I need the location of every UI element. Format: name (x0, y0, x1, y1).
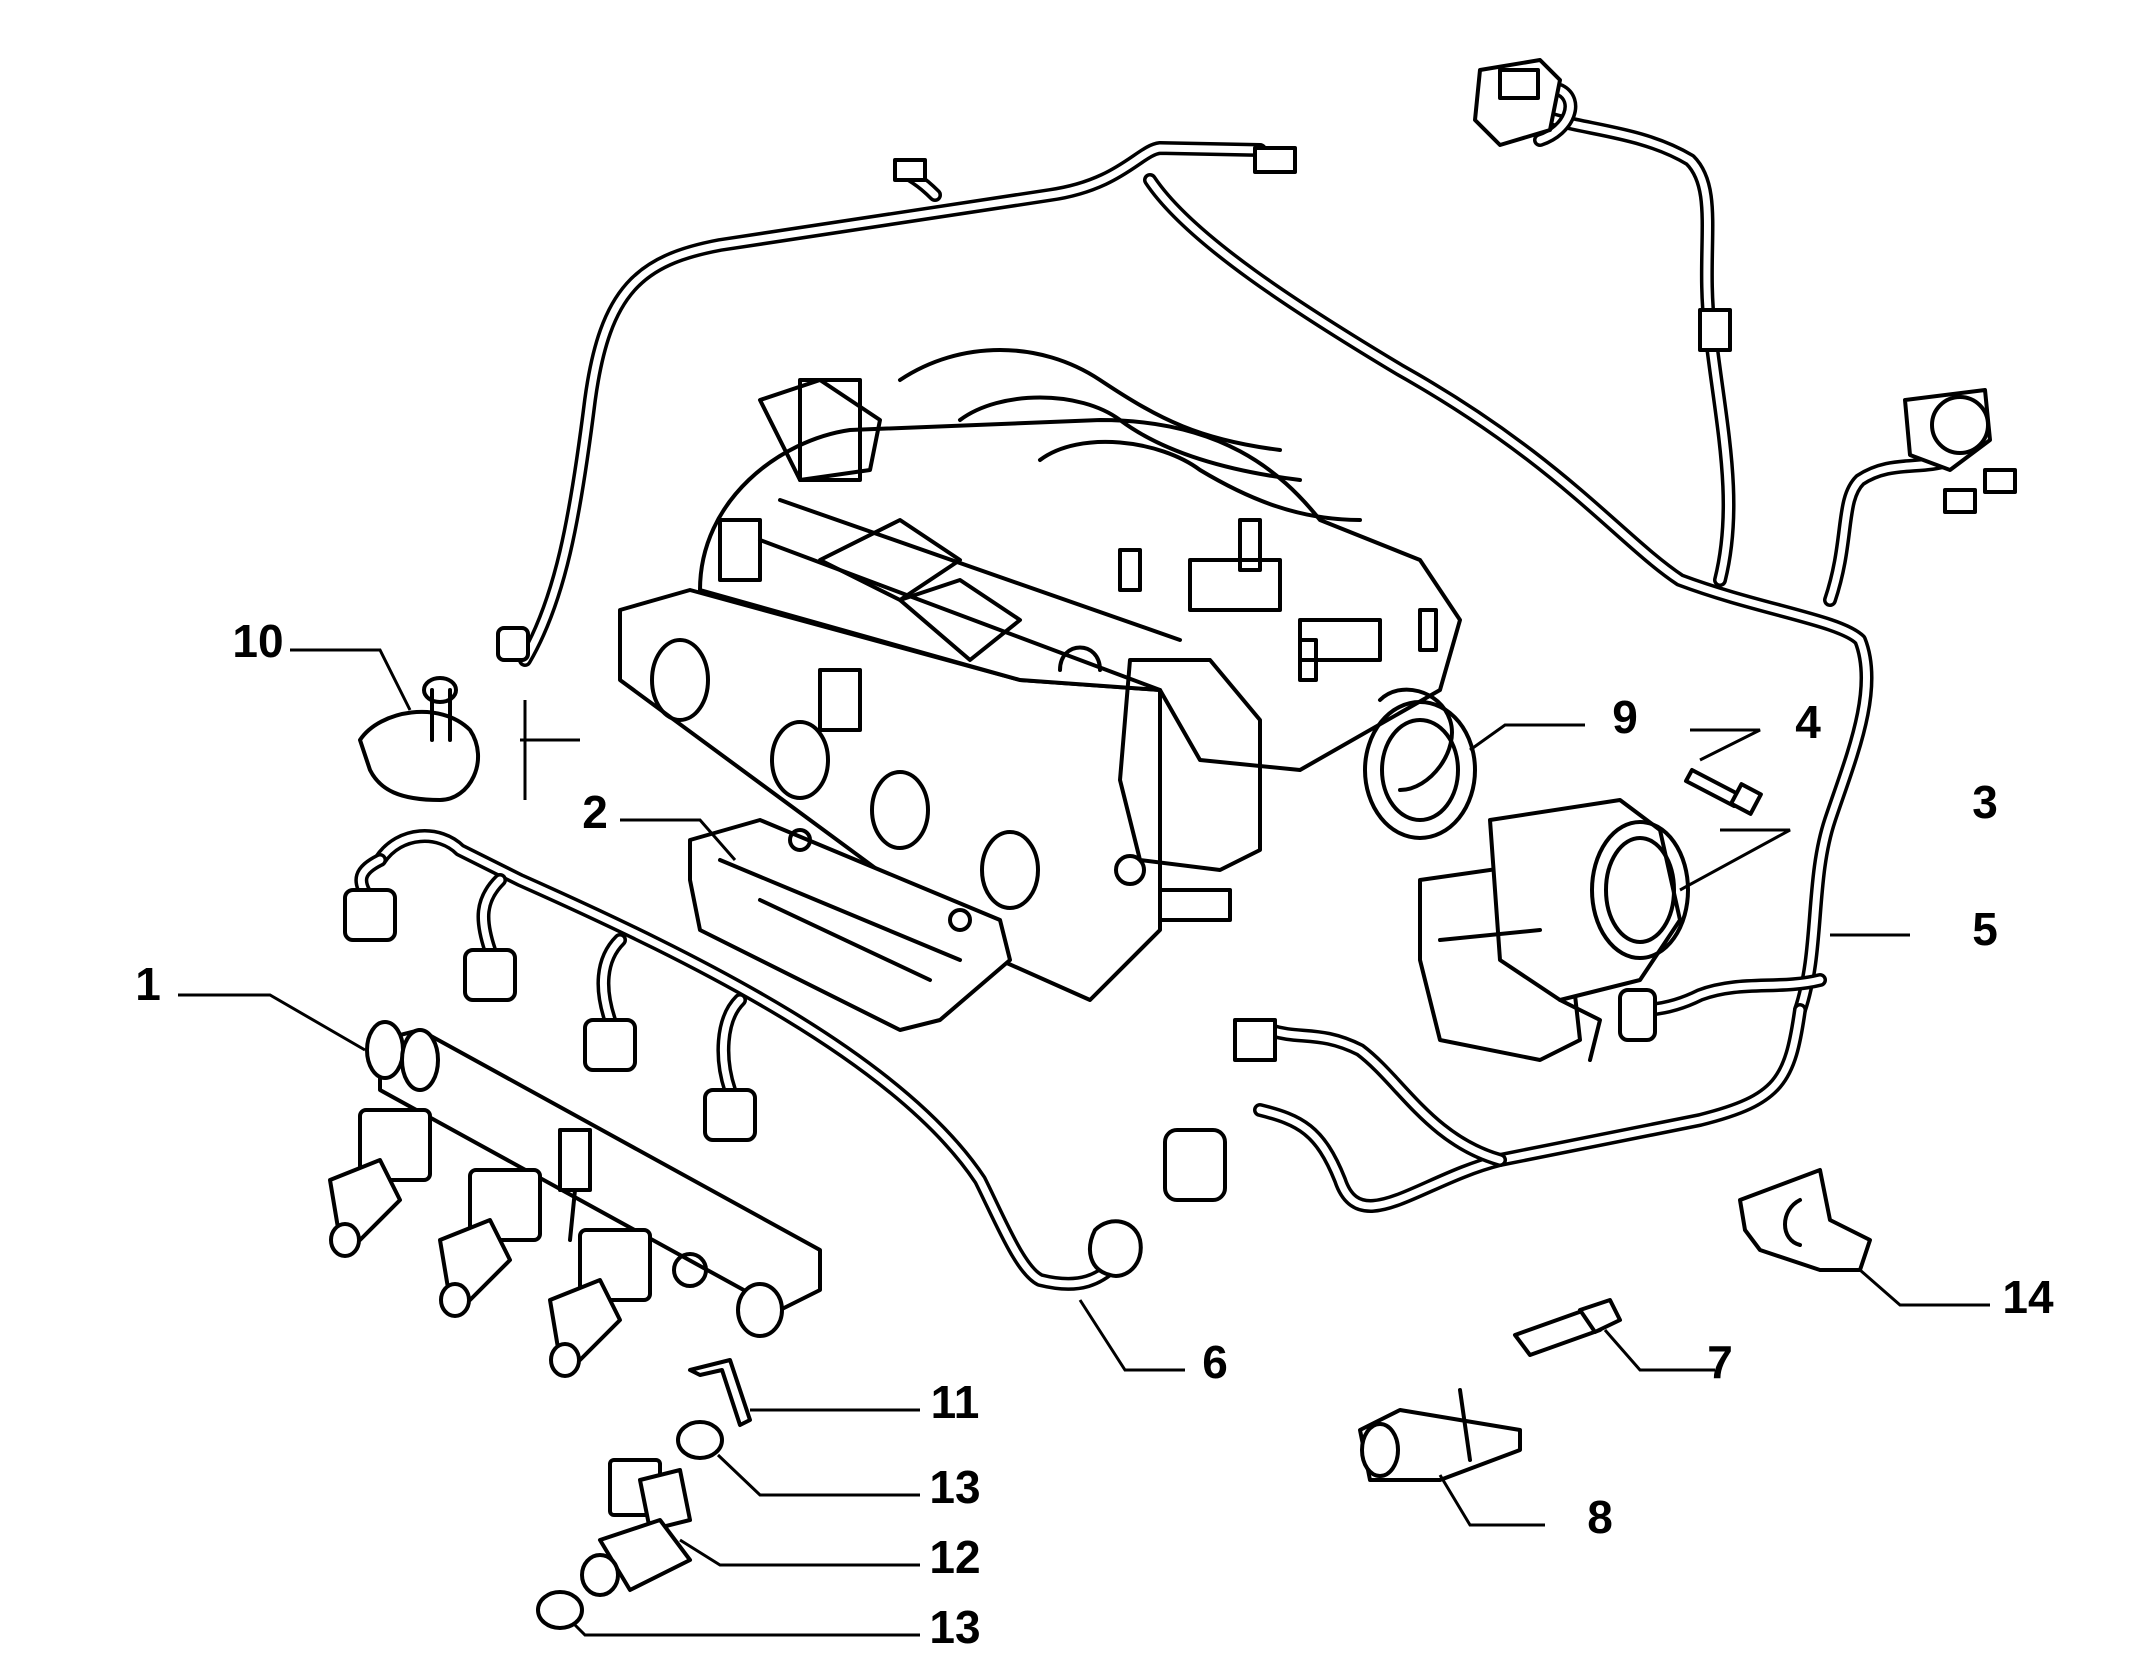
callout-9: 9 (1612, 691, 1638, 743)
part-6-injector-harness (343, 829, 1143, 1291)
part-3-throttle-body (1418, 798, 1690, 1062)
callout-5: 5 (1972, 903, 1998, 955)
callout-3: 3 (1972, 776, 1998, 828)
callout-2: 2 (582, 786, 608, 838)
callout-13-lower: 13 (929, 1601, 980, 1653)
part-13-seals (536, 1420, 724, 1630)
callout-10: 10 (232, 615, 283, 667)
part-1-fuel-rail (328, 1020, 822, 1378)
intake-manifold (618, 348, 1462, 1002)
callout-7: 7 (1707, 1336, 1733, 1388)
callout-6: 6 (1202, 1336, 1228, 1388)
callout-14: 14 (2002, 1271, 2054, 1323)
part-9-gasket (1363, 700, 1477, 840)
wiring-harness (496, 58, 2017, 1213)
callout-8: 8 (1587, 1491, 1613, 1543)
callout-1: 1 (135, 958, 161, 1010)
callout-13-upper: 13 (929, 1461, 980, 1513)
part-14-bracket (1738, 1168, 1872, 1272)
part-4-screw (1684, 768, 1763, 816)
part-7-sensor (1513, 1298, 1622, 1357)
part-11-clip (688, 1358, 752, 1427)
part-12-injector (580, 1458, 692, 1597)
part-10-clamp (358, 676, 481, 802)
callout-12: 12 (929, 1531, 980, 1583)
callout-labels: 1 2 3 4 5 6 7 8 9 10 11 12 13 13 14 (135, 615, 2054, 1653)
part-8-sensor (1358, 1388, 1522, 1482)
callout-11: 11 (931, 1376, 980, 1428)
part-2-shield (688, 818, 1012, 1032)
leader-lines (178, 648, 1990, 1637)
callout-4: 4 (1795, 696, 1821, 748)
